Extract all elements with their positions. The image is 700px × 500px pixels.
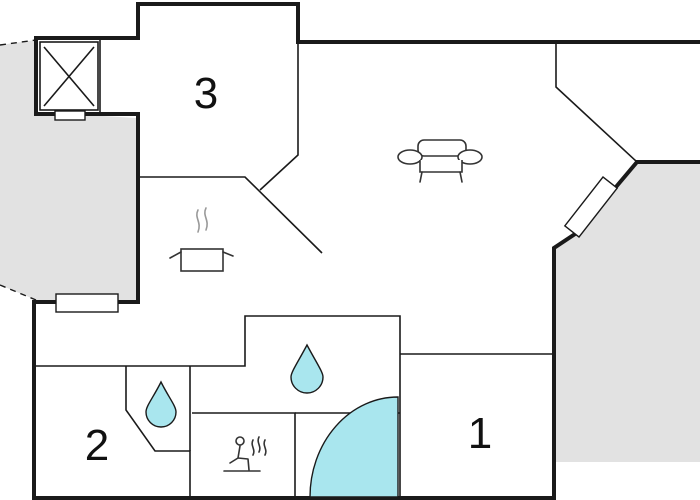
window-icon (563, 176, 619, 238)
sofa-icon (397, 139, 483, 183)
outer-wall-top (34, 2, 700, 44)
water-drop-icon (145, 380, 177, 428)
window-icon (54, 110, 86, 121)
wall-room-3-bottom (138, 176, 323, 254)
wall-sauna (192, 412, 296, 498)
wall-room-2-right (125, 366, 191, 498)
wall-hall-bottom (34, 315, 401, 498)
room-number-2: 2 (85, 421, 109, 470)
wall-living-diagonal (555, 42, 638, 163)
room-number-1: 1 (468, 409, 492, 458)
wall-room-3-right (259, 42, 299, 191)
water-drop-icon (290, 343, 324, 394)
shower-icon (309, 396, 399, 498)
sauna-icon (223, 436, 267, 472)
elevator-cross (43, 46, 95, 107)
room-number-3: 3 (194, 69, 218, 118)
window-icon (55, 293, 119, 313)
cooking-pot-icon (169, 207, 234, 272)
outer-wall-left (32, 36, 556, 500)
exterior-right-area (554, 162, 700, 462)
